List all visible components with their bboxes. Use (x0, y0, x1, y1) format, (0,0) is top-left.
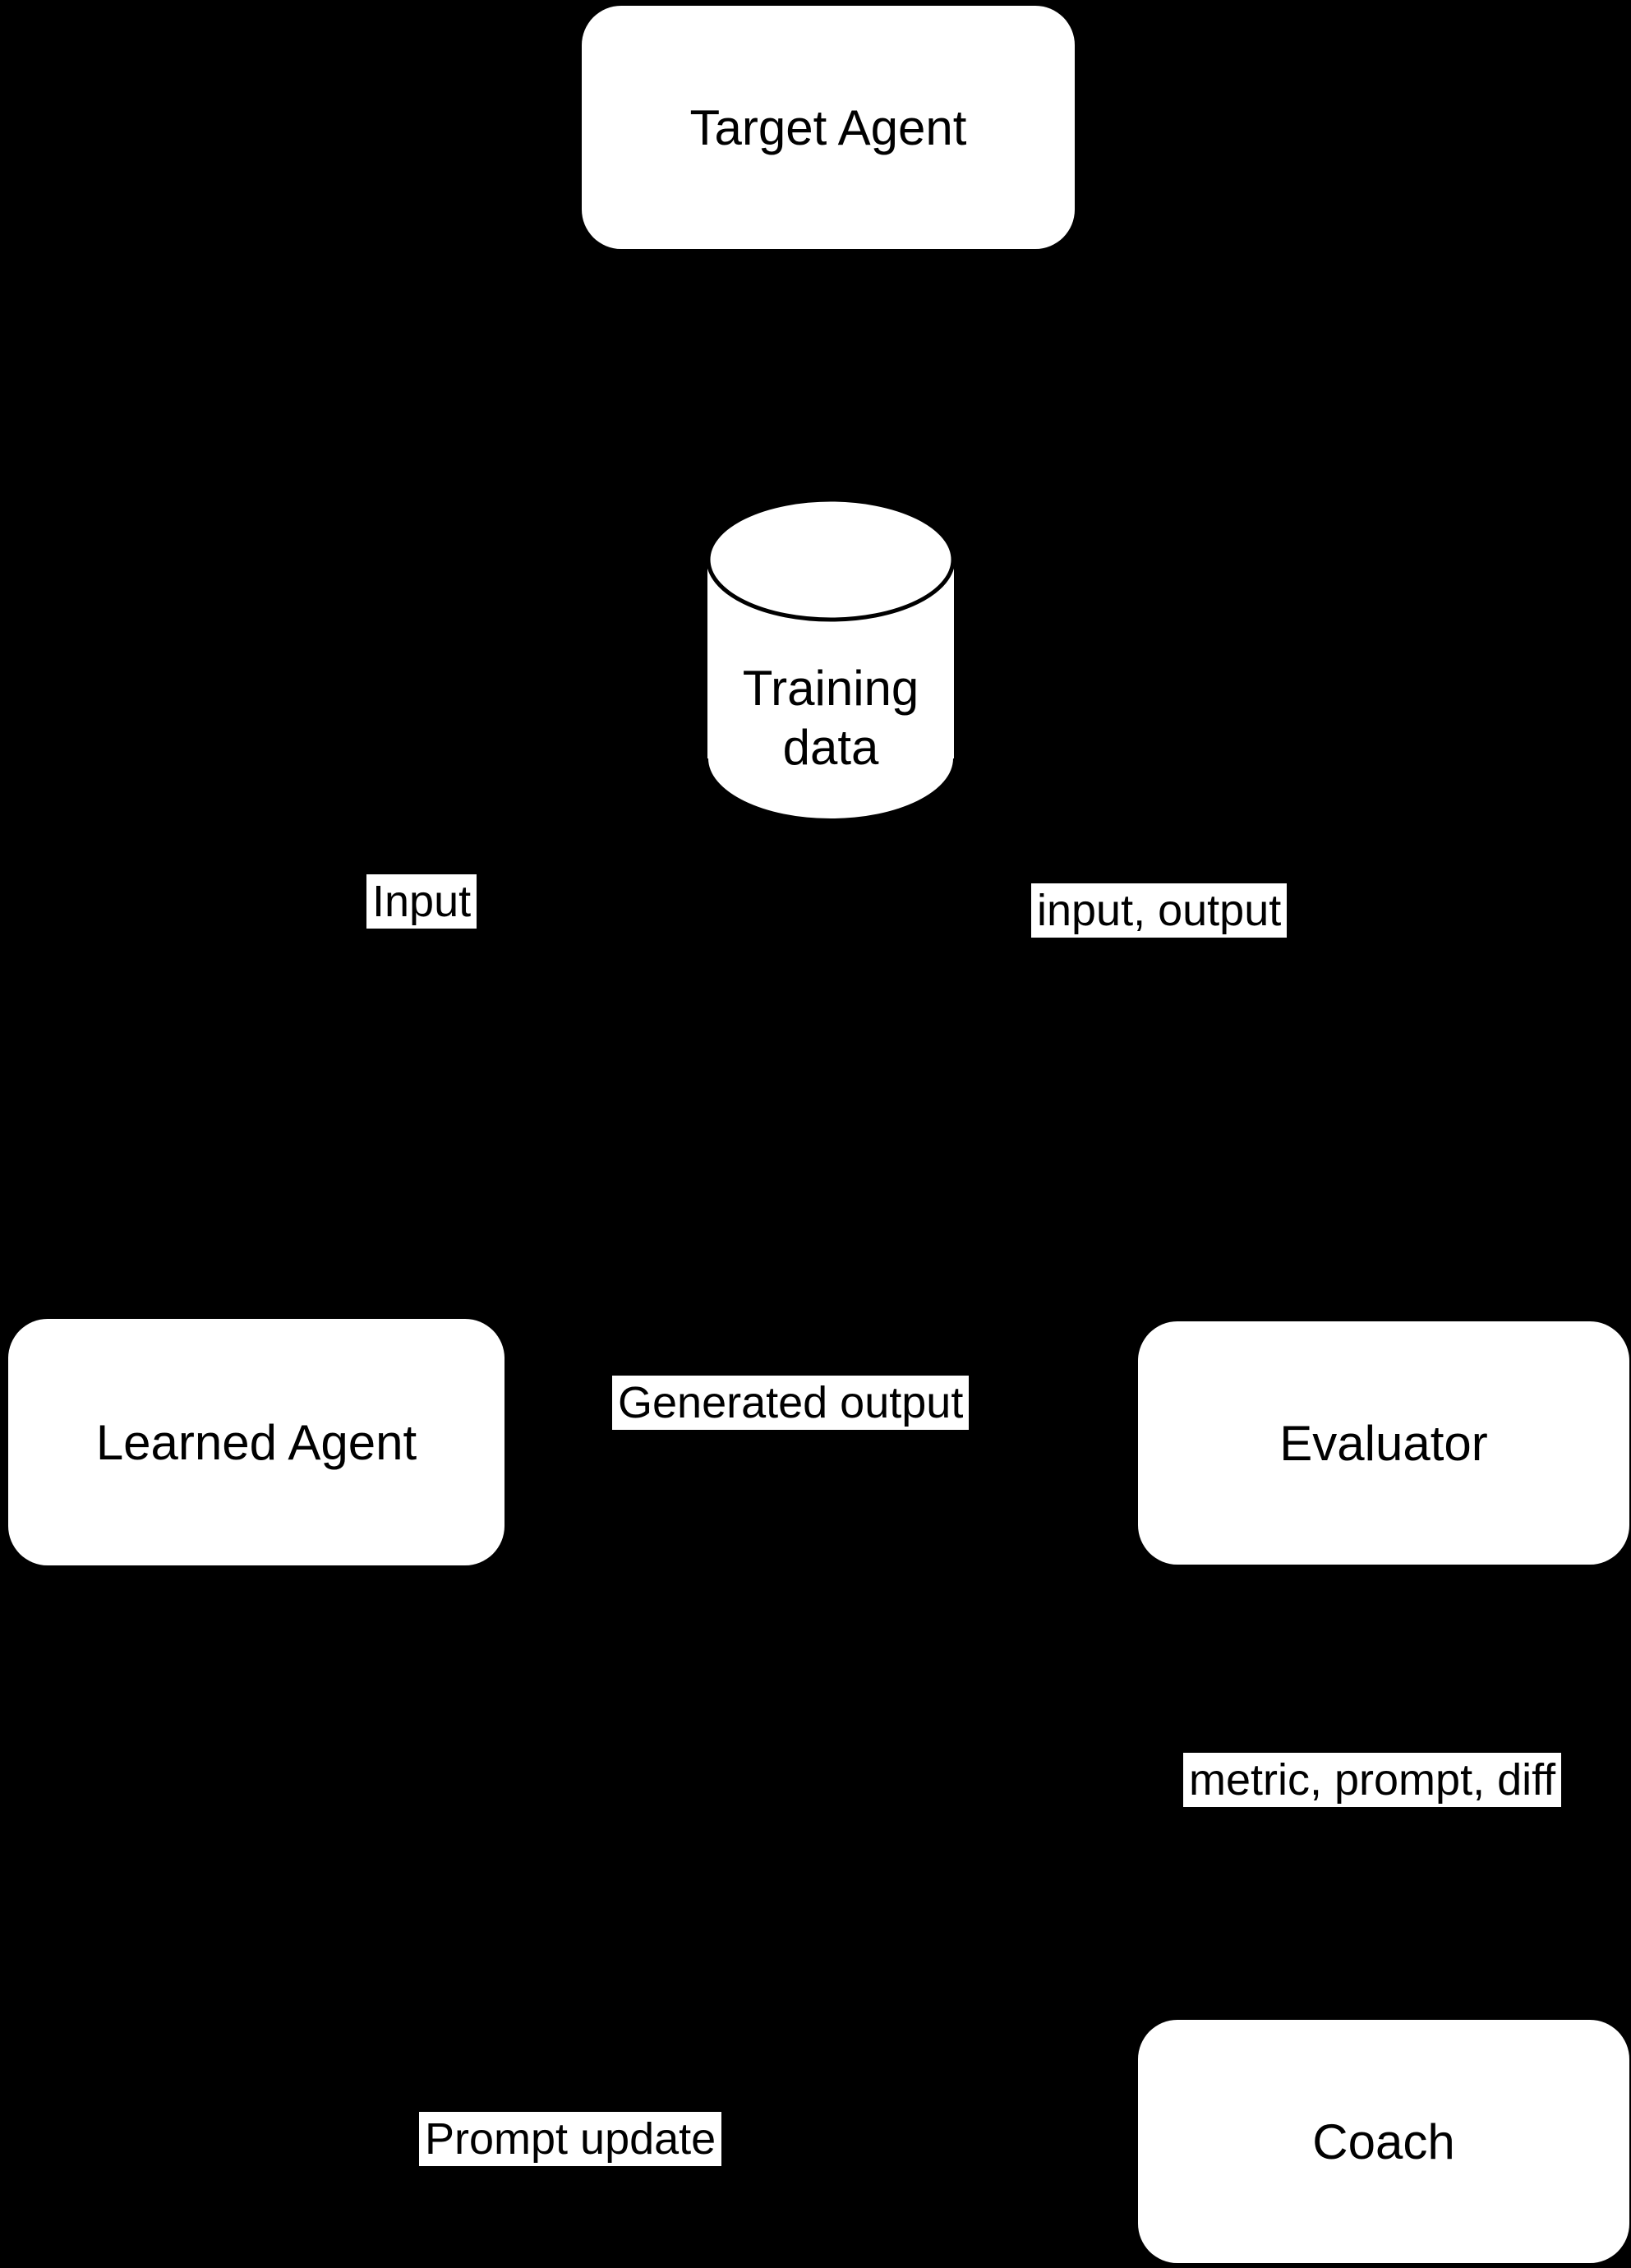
node-learned-agent: Learned Agent (8, 1319, 505, 1565)
node-evaluator-label: Evaluator (1279, 1415, 1488, 1471)
edge-label-generated-output: Generated output (612, 1376, 970, 1430)
edge-label-input-output: input, output (1031, 883, 1288, 938)
node-coach: Coach (1138, 2020, 1629, 2263)
node-training-data-label: Training data (742, 661, 919, 775)
edge-label-input: Input (366, 874, 477, 929)
edge-label-prompt-update: Prompt update (419, 2112, 722, 2166)
node-coach-label: Coach (1312, 2114, 1455, 2169)
node-target-agent-label: Target Agent (689, 99, 967, 155)
edge-label-metric-prompt-diff: metric, prompt, diff (1183, 1753, 1562, 1807)
node-evaluator: Evaluator (1138, 1321, 1629, 1565)
database-cylinder-icon (706, 498, 956, 818)
node-learned-agent-label: Learned Agent (95, 1414, 417, 1470)
node-training-data (706, 498, 956, 820)
node-target-agent: Target Agent (582, 6, 1075, 249)
